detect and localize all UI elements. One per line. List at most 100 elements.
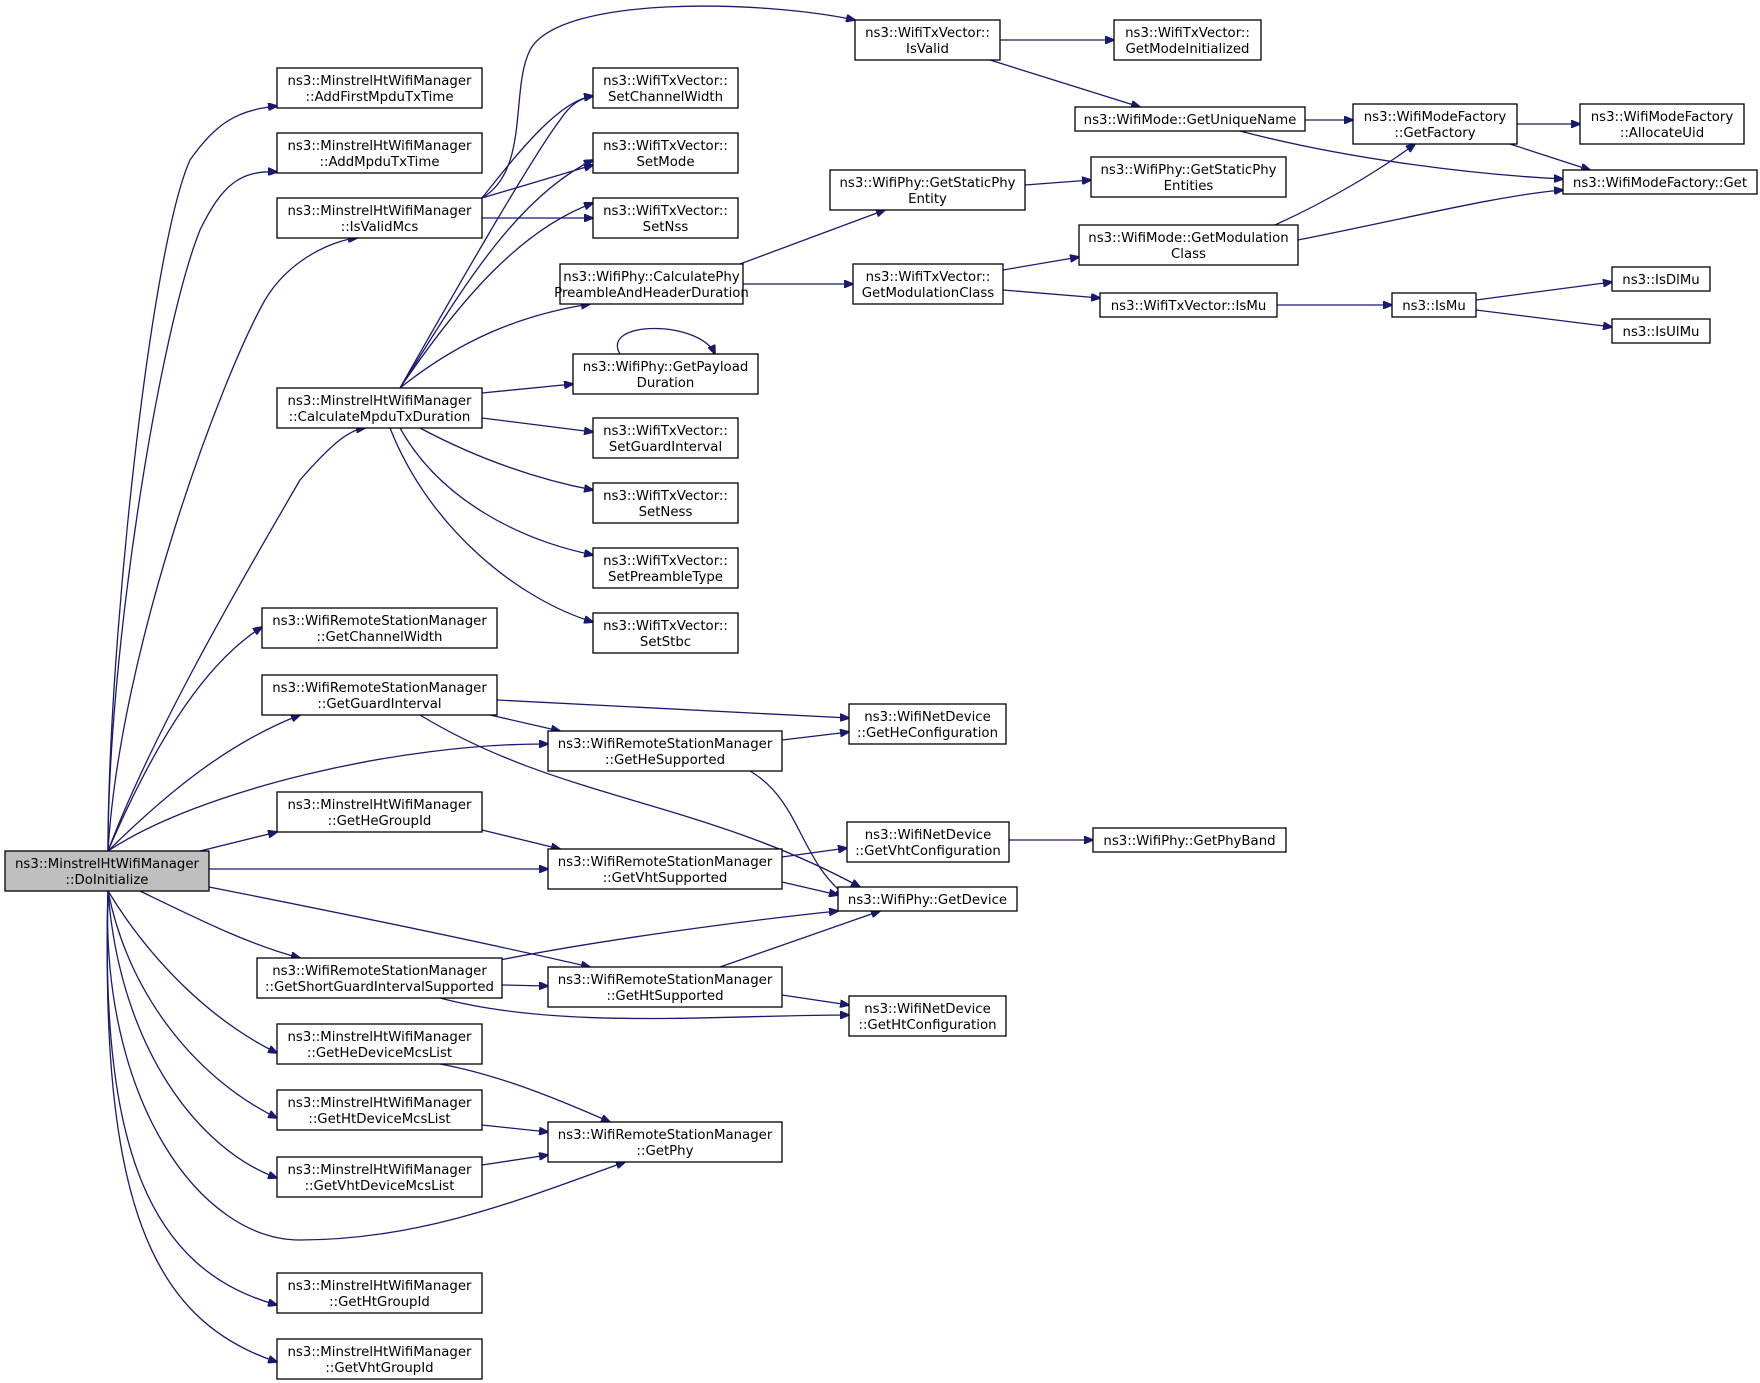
node-box (261, 607, 498, 649)
node-getuniq[interactable]: ns3::WifiMode::GetUniqueName (1074, 106, 1306, 132)
edge-modegetmod-to-mfget (1297, 190, 1563, 241)
node-setmode[interactable]: ns3::WifiTxVector::SetMode (592, 132, 739, 174)
node-setnss[interactable]: ns3::WifiTxVector::SetNss (592, 197, 739, 239)
node-setstbc[interactable]: ns3::WifiTxVector::SetStbc (592, 612, 739, 654)
edge-doinit-to-addmpdu (107, 172, 277, 852)
node-setchw[interactable]: ns3::WifiTxVector::SetChannelWidth (592, 67, 739, 109)
node-label: ns3::WifiPhy::GetStaticPhy (839, 176, 1015, 191)
node-isulmu[interactable]: ns3::IsUlMu (1611, 318, 1711, 344)
node-box (848, 703, 1007, 745)
node-gethemcs[interactable]: ns3::MinstrelHtWifiManager::GetHeDeviceM… (276, 1023, 483, 1065)
node-getsgi[interactable]: ns3::WifiRemoteStationManager::GetShortG… (256, 957, 503, 999)
edge-calcmpdu-to-getpayload (481, 384, 573, 394)
edge-getpayload-to-getpayload (616, 327, 715, 355)
node-box (1579, 103, 1745, 145)
node-allocuid[interactable]: ns3::WifiModeFactory::AllocateUid (1579, 103, 1745, 145)
node-box (559, 263, 744, 305)
edge-gethtmcs-to-getphy (481, 1124, 548, 1132)
node-box (276, 791, 483, 833)
node-gethesup[interactable]: ns3::WifiRemoteStationManager::GetHeSupp… (547, 730, 783, 772)
node-label: ns3::IsUlMu (1623, 325, 1700, 340)
node-label: ns3::WifiTxVector:: (603, 554, 728, 569)
node-gethtsup[interactable]: ns3::WifiRemoteStationManager::GetHtSupp… (547, 966, 783, 1008)
edge-getvhtsup-to-getvhtcfg (781, 848, 847, 858)
edge-calcmpdu-to-setness (419, 427, 593, 490)
node-box (592, 67, 739, 109)
node-label: ns3::WifiRemoteStationManager (558, 973, 773, 988)
node-getvhtgroup[interactable]: ns3::MinstrelHtWifiManager::GetVhtGroupI… (276, 1338, 483, 1380)
edge-gethemcs-to-getphy (439, 1063, 610, 1122)
edge-calcmpdu-to-setchw (399, 96, 593, 389)
edge-gethegroup-to-getvhtsup (481, 829, 560, 849)
node-label: ::GetGuardInterval (317, 697, 441, 712)
node-addfirst[interactable]: ns3::MinstrelHtWifiManager::AddFirstMpdu… (276, 67, 483, 109)
node-label: ns3::WifiNetDevice (865, 828, 992, 843)
edge-doinit-to-getgi (107, 715, 300, 852)
node-label: ns3::MinstrelHtWifiManager (288, 1345, 473, 1360)
node-box (837, 886, 1018, 912)
node-isvalidmcs[interactable]: ns3::MinstrelHtWifiManager::IsValidMcs (276, 197, 483, 239)
node-label: ns3::WifiTxVector:: (603, 489, 728, 504)
node-label: ns3::WifiTxVector:: (866, 270, 991, 285)
node-label: ns3::WifiMode::GetUniqueName (1084, 113, 1297, 128)
node-calcmpdu[interactable]: ns3::MinstrelHtWifiManager::CalculateMpd… (276, 387, 483, 429)
node-label: ::GetHtGroupId (329, 1295, 430, 1310)
edge-doinit-to-gethesup (107, 744, 548, 852)
node-doinit[interactable]: ns3::MinstrelHtWifiManager::DoInitialize (4, 850, 210, 892)
node-mfget[interactable]: ns3::WifiModeFactory::Get (1562, 169, 1758, 195)
node-getmodclass[interactable]: ns3::WifiTxVector::GetModulationClass (852, 263, 1004, 305)
node-gethtmcs[interactable]: ns3::MinstrelHtWifiManager::GetHtDeviceM… (276, 1089, 483, 1131)
node-isvalid[interactable]: ns3::WifiTxVector::IsValid (854, 19, 1001, 61)
node-gethegroup[interactable]: ns3::MinstrelHtWifiManager::GetHeGroupId (276, 791, 483, 833)
edge-doinit-to-gethegroup (199, 832, 277, 852)
node-gethecfg[interactable]: ns3::WifiNetDevice::GetHeConfiguration (848, 703, 1007, 745)
node-box (592, 612, 739, 654)
node-gethtgroup[interactable]: ns3::MinstrelHtWifiManager::GetHtGroupId (276, 1272, 483, 1314)
node-box (547, 1121, 783, 1163)
node-label: ns3::WifiTxVector:: (603, 424, 728, 439)
edge-ismu-to-isulmu (1475, 309, 1612, 327)
node-setpre[interactable]: ns3::WifiTxVector::SetPreambleType (592, 547, 739, 589)
node-label: ns3::MinstrelHtWifiManager (288, 1279, 473, 1294)
node-setness[interactable]: ns3::WifiTxVector::SetNess (592, 482, 739, 524)
node-label: ns3::WifiTxVector:: (603, 204, 728, 219)
node-label: ns3::WifiMode::GetModulation (1088, 231, 1288, 246)
edge-doinit-to-gethemcs (107, 890, 277, 1053)
node-calcpre[interactable]: ns3::WifiPhy::CalculatePhyPreambleAndHea… (554, 263, 749, 305)
node-getvhtmcs[interactable]: ns3::MinstrelHtWifiManager::GetVhtDevice… (276, 1156, 483, 1198)
node-label: GetModulationClass (862, 286, 995, 301)
edge-isvalid-to-getuniq (989, 59, 1140, 107)
node-getgi[interactable]: ns3::WifiRemoteStationManager::GetGuardI… (261, 674, 498, 716)
node-addmpdu[interactable]: ns3::MinstrelHtWifiManager::AddMpduTxTim… (276, 132, 483, 174)
node-label: ns3::WifiRemoteStationManager (272, 964, 487, 979)
node-ismu[interactable]: ns3::IsMu (1391, 292, 1477, 318)
node-setgi[interactable]: ns3::WifiTxVector::SetGuardInterval (592, 417, 739, 459)
node-getdevice[interactable]: ns3::WifiPhy::GetDevice (837, 886, 1018, 912)
node-label: ns3::WifiNetDevice (864, 1002, 991, 1017)
node-box (854, 19, 1001, 61)
node-label: ns3::WifiRemoteStationManager (272, 681, 487, 696)
node-getchw[interactable]: ns3::WifiRemoteStationManager::GetChanne… (261, 607, 498, 649)
node-gethtcfg[interactable]: ns3::WifiNetDevice::GetHtConfiguration (848, 995, 1007, 1037)
edge-doinit-to-getphy (106, 890, 625, 1241)
edge-isvalidmcs-to-isvalid (481, 5, 855, 199)
node-label: ::AllocateUid (1620, 126, 1704, 141)
node-getfactory[interactable]: ns3::WifiModeFactory::GetFactory (1352, 103, 1518, 145)
node-getvhtsup[interactable]: ns3::WifiRemoteStationManager::GetVhtSup… (547, 848, 783, 890)
node-getmodeinit[interactable]: ns3::WifiTxVector::GetModeInitialized (1113, 19, 1262, 61)
edge-getvhtmcs-to-getphy (481, 1155, 548, 1166)
edge-calcpre-to-getstatic (739, 210, 885, 265)
node-getvhtcfg[interactable]: ns3::WifiNetDevice::GetVhtConfiguration (846, 821, 1010, 863)
edge-calcmpdu-to-setstbc (389, 427, 593, 622)
node-getphyband[interactable]: ns3::WifiPhy::GetPhyBand (1092, 827, 1287, 853)
node-label: ns3::WifiTxVector:: (603, 619, 728, 634)
node-box (1078, 224, 1299, 266)
node-modegetmod[interactable]: ns3::WifiMode::GetModulationClass (1078, 224, 1299, 266)
node-isdlmu[interactable]: ns3::IsDlMu (1611, 266, 1711, 292)
node-getphy[interactable]: ns3::WifiRemoteStationManager::GetPhy (547, 1121, 783, 1163)
node-txismu[interactable]: ns3::WifiTxVector::IsMu (1099, 292, 1278, 318)
node-box (846, 821, 1010, 863)
